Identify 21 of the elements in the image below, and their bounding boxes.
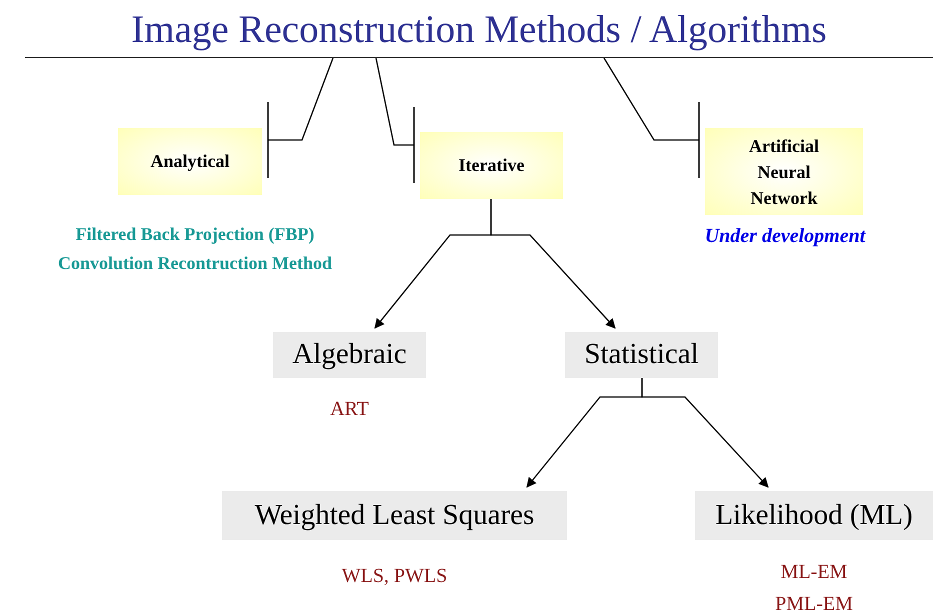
node-label: Algebraic — [292, 337, 407, 372]
category-box — [420, 132, 563, 199]
connector-arrow — [490, 199, 616, 329]
method-note: ML-EM — [780, 560, 848, 585]
category-box — [118, 128, 262, 195]
method-note: Filtered Back Projection (FBP) — [76, 223, 314, 246]
node-label: Likelihood (ML) — [715, 498, 913, 533]
node-label: Analytical — [150, 150, 230, 173]
method-note: Under development — [704, 224, 866, 249]
node-label: Image Reconstruction Methods / Algorithms — [131, 8, 827, 52]
category-box — [705, 128, 863, 215]
node-label: Iterative — [458, 154, 524, 177]
method-box — [565, 332, 718, 378]
method-note: Convolution Recontruction Method — [58, 252, 332, 275]
method-note: WLS, PWLS — [342, 564, 448, 589]
node-label: Artificial Neural Network — [748, 134, 820, 210]
connector-arrow — [641, 378, 769, 488]
method-note: PML-EM — [775, 592, 853, 616]
method-note: ART — [330, 397, 369, 422]
node-label: Weighted Least Squares — [254, 498, 534, 533]
node-label: Statistical — [584, 337, 699, 372]
